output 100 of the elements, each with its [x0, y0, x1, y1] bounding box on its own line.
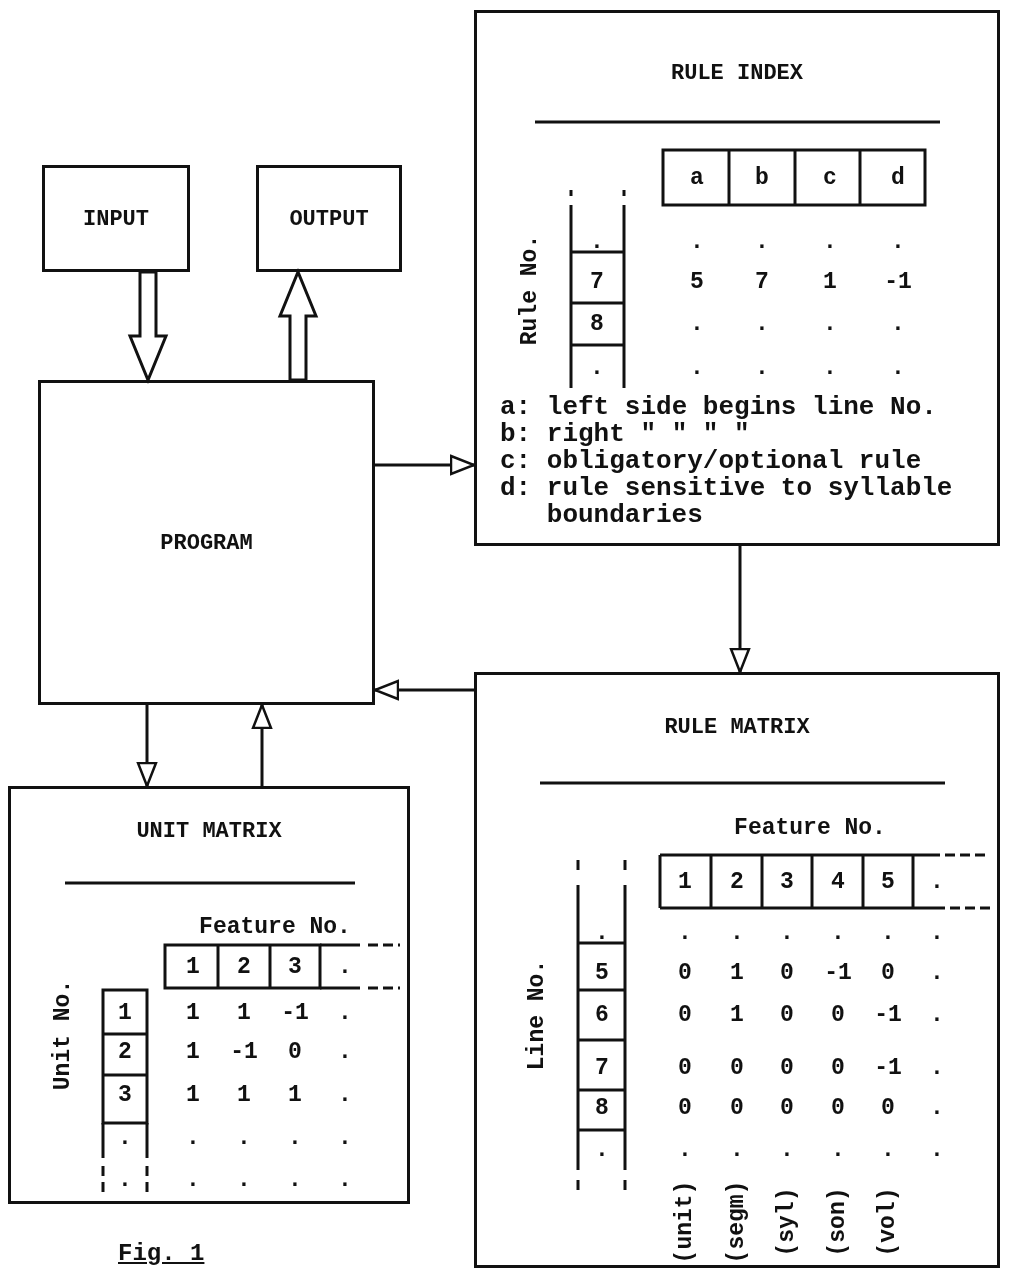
column-header: 5: [881, 870, 895, 894]
node-title: RULE MATRIX: [664, 715, 810, 740]
row-number: .: [595, 1138, 609, 1162]
table-value: .: [338, 1001, 352, 1025]
table-value: 1: [237, 1083, 251, 1107]
table-value: .: [881, 1138, 895, 1162]
column-header: 1: [186, 955, 200, 979]
column-header: 2: [730, 870, 744, 894]
row-number: .: [595, 921, 609, 945]
table-value: 1: [186, 1083, 200, 1107]
node-title: RULE INDEX: [671, 61, 803, 86]
table-value: 0: [831, 1056, 845, 1080]
table-value: .: [237, 1126, 251, 1150]
unit-matrix-panel: [8, 786, 410, 1204]
table-value: .: [831, 1138, 845, 1162]
table-value: 0: [780, 1003, 794, 1027]
column-header: 4: [831, 870, 845, 894]
table-value: -1: [824, 961, 852, 985]
note-text: d: rule sensitive to syllable boundaries: [500, 475, 954, 529]
column-header: b: [755, 166, 769, 190]
node-title: OUTPUT: [289, 206, 369, 231]
table-value: 1: [237, 1001, 251, 1025]
table-value: -1: [230, 1040, 258, 1064]
axis-title: Line No.: [525, 959, 549, 1071]
table-value: .: [823, 312, 837, 336]
table-value: 0: [730, 1056, 744, 1080]
table-value: 0: [831, 1096, 845, 1120]
feature-name: (unit): [673, 1180, 697, 1264]
table-value: .: [891, 230, 905, 254]
note-text: a: left side begins line No.: [500, 394, 938, 421]
table-value: 0: [678, 1096, 692, 1120]
row-number: 5: [595, 961, 609, 985]
axis-title: Feature No.: [734, 816, 886, 840]
table-value: 1: [186, 1001, 200, 1025]
row-number: 1: [118, 1001, 132, 1025]
column-header: 2: [237, 955, 251, 979]
table-value: 1: [730, 961, 744, 985]
column-header: 3: [288, 955, 302, 979]
figure-caption: Fig. 1: [118, 1240, 205, 1267]
input-box: [42, 165, 190, 272]
table-value: 0: [678, 961, 692, 985]
table-value: 0: [881, 1096, 895, 1120]
axis-title: Feature No.: [199, 915, 351, 939]
table-value: .: [288, 1168, 302, 1192]
table-value: .: [891, 356, 905, 380]
column-header: a: [690, 166, 704, 190]
table-value: .: [288, 1126, 302, 1150]
note-text: c: obligatory/optional rule: [500, 448, 923, 475]
table-value: .: [338, 1040, 352, 1064]
table-value: .: [678, 1138, 692, 1162]
table-value: .: [823, 356, 837, 380]
table-value: .: [823, 230, 837, 254]
table-value: 0: [288, 1040, 302, 1064]
table-value: .: [831, 921, 845, 945]
table-value: 0: [881, 961, 895, 985]
table-value: -1: [874, 1003, 902, 1027]
table-value: 0: [780, 1056, 794, 1080]
arrow: [373, 679, 474, 701]
table-value: .: [755, 312, 769, 336]
table-value: .: [690, 312, 704, 336]
column-header: .: [930, 870, 944, 894]
table-value: 7: [755, 270, 769, 294]
table-value: .: [755, 230, 769, 254]
row-number: 8: [595, 1096, 609, 1120]
table-value: .: [891, 312, 905, 336]
node-title: INPUT: [83, 206, 149, 231]
table-value: .: [881, 921, 895, 945]
row-number: .: [590, 230, 604, 254]
table-value: 1: [288, 1083, 302, 1107]
table-value: 0: [780, 961, 794, 985]
table-value: 1: [186, 1040, 200, 1064]
table-value: 1: [730, 1003, 744, 1027]
column-header: 1: [678, 870, 692, 894]
table-value: .: [730, 1138, 744, 1162]
row-number: .: [118, 1126, 132, 1150]
row-number: .: [590, 356, 604, 380]
feature-name: (son): [826, 1187, 850, 1257]
rule-index-panel: [474, 10, 1000, 546]
table-value: .: [690, 356, 704, 380]
arrow: [251, 703, 273, 786]
rule-matrix-panel: [474, 672, 1000, 1268]
axis-title: Rule No.: [518, 234, 542, 346]
column-header: 3: [780, 870, 794, 894]
row-number: .: [118, 1168, 132, 1192]
table-value: -1: [884, 270, 912, 294]
table-value: 0: [831, 1003, 845, 1027]
table-value: 0: [780, 1096, 794, 1120]
table-value: .: [678, 921, 692, 945]
table-value: .: [780, 921, 794, 945]
table-value: .: [338, 1168, 352, 1192]
table-value: .: [237, 1168, 251, 1192]
table-value: .: [930, 1003, 944, 1027]
table-value: .: [338, 1126, 352, 1150]
table-value: 5: [690, 270, 704, 294]
table-value: .: [930, 1138, 944, 1162]
row-number: 6: [595, 1003, 609, 1027]
row-number: 2: [118, 1040, 132, 1064]
table-value: .: [930, 1096, 944, 1120]
table-value: .: [186, 1168, 200, 1192]
table-value: .: [690, 230, 704, 254]
